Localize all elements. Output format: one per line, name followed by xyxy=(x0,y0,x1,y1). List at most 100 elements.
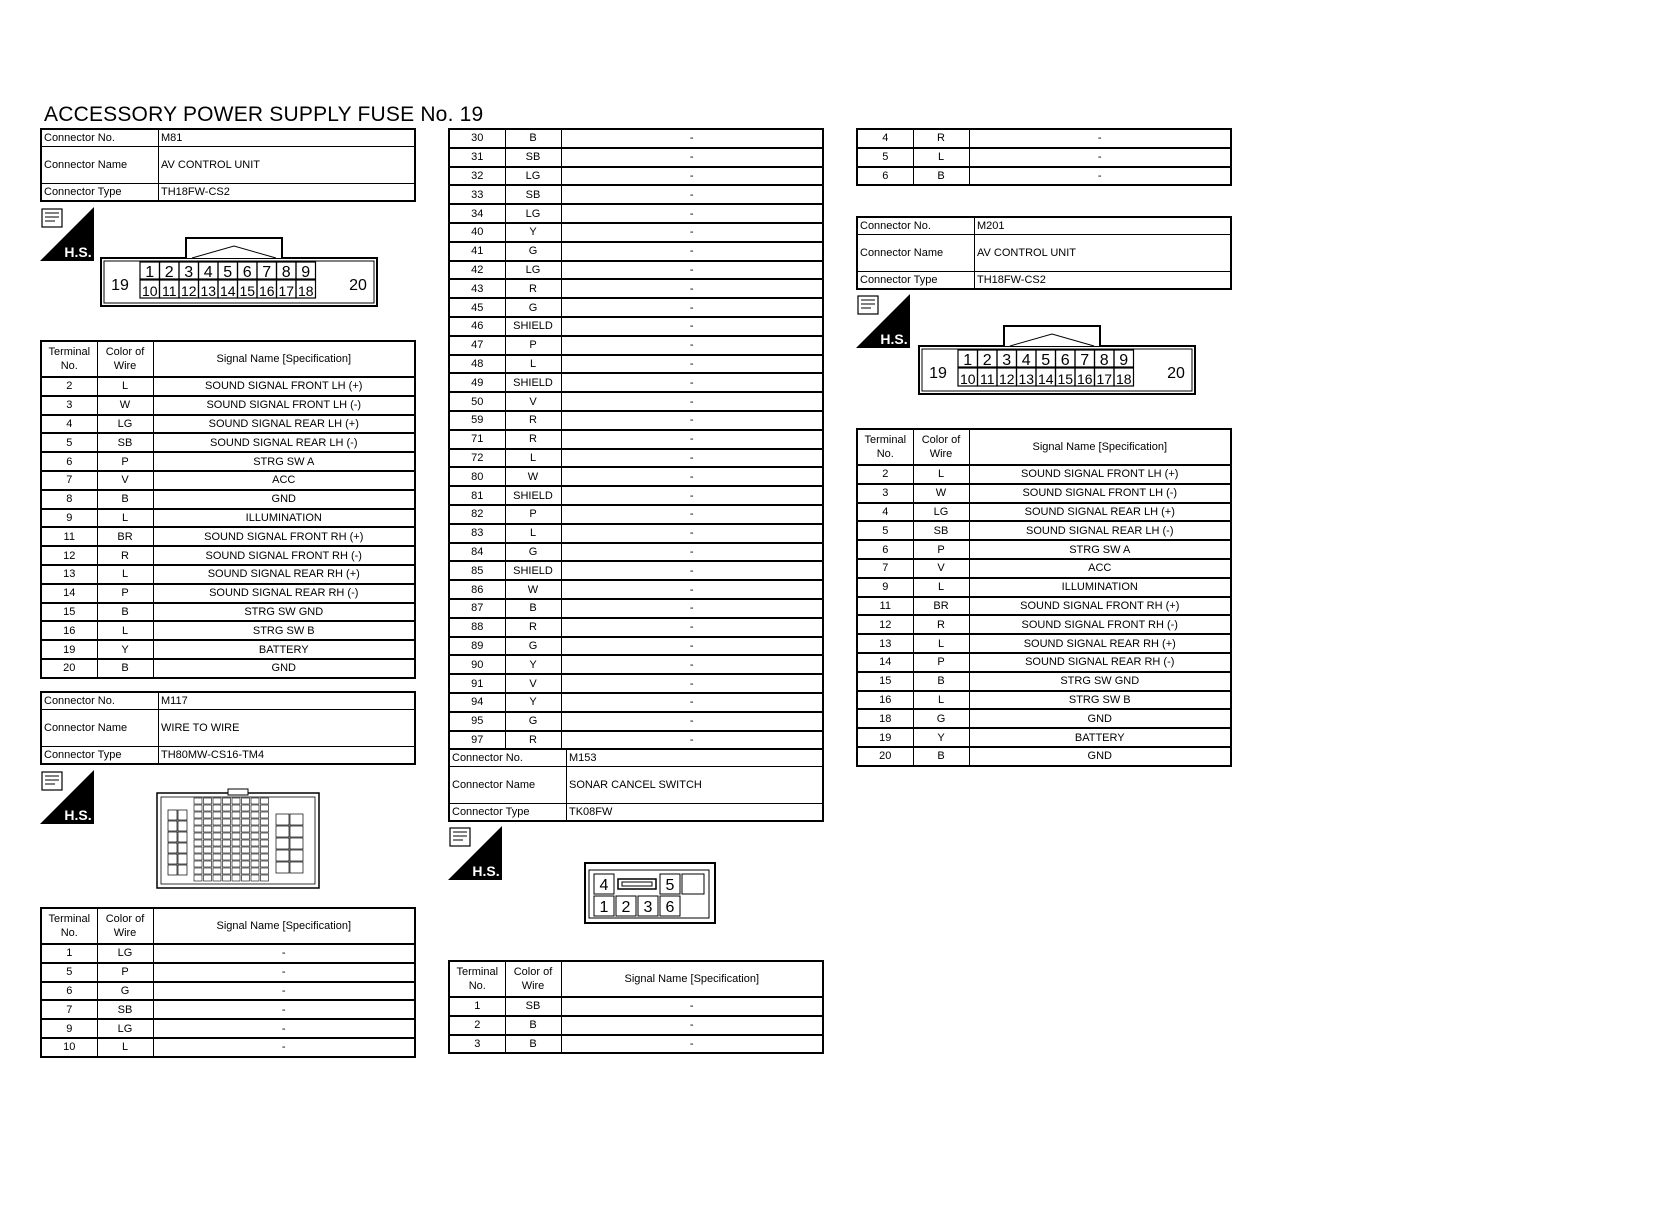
wire-color-cell: LG xyxy=(912,502,970,523)
signal-name-cell: - xyxy=(560,260,824,281)
pin-cell xyxy=(295,279,317,299)
terminal-no-cell: 16 xyxy=(856,690,914,711)
terminal-no-cell: 19 xyxy=(40,639,98,660)
signal-name-cell: GND xyxy=(152,658,416,679)
m153-connector-diagram: 4 5 1 2 3 6 xyxy=(584,862,716,929)
signal-name-cell: ACC xyxy=(152,470,416,491)
terminal-no-cell: 88 xyxy=(448,617,506,638)
signal-name-cell: SOUND SIGNAL REAR LH (+) xyxy=(968,502,1232,523)
m117-connector-no: M117 xyxy=(158,691,416,710)
signal-name-cell: - xyxy=(560,203,824,224)
terminal-no-cell: 4 xyxy=(856,128,914,149)
wire-color-cell: R xyxy=(912,614,970,636)
signal-name-cell: - xyxy=(152,1018,416,1039)
terminal-no-cell: 45 xyxy=(448,297,506,318)
terminal-no-cell: 89 xyxy=(448,636,506,657)
pin-label: 17 xyxy=(1096,371,1112,387)
wire-color-cell: G xyxy=(504,542,562,563)
wire-color-cell: L xyxy=(504,523,562,544)
color-of-wire-header: Color of Wire xyxy=(912,428,970,466)
pin-label: 5 xyxy=(223,264,232,281)
terminal-no-cell: 12 xyxy=(40,545,98,566)
terminal-no-cell: 30 xyxy=(448,128,506,149)
m153-connector-type: TK08FW xyxy=(566,803,824,822)
signal-name-cell: - xyxy=(560,241,824,262)
wire-color-cell: R xyxy=(912,128,970,149)
pin-label: 12 xyxy=(181,283,197,299)
signal-name-cell: SOUND SIGNAL REAR LH (-) xyxy=(968,520,1232,542)
wire-color-cell: W xyxy=(912,483,970,504)
pin-label: 2 xyxy=(165,264,174,281)
page-title: ACCESSORY POWER SUPPLY FUSE No. 19 xyxy=(44,103,484,126)
terminal-no-cell: 95 xyxy=(448,711,506,732)
signal-name-cell: ACC xyxy=(968,558,1232,579)
signal-name-cell: - xyxy=(560,466,824,488)
signal-name-cell: - xyxy=(968,128,1232,149)
connector-name-label: Connector Name xyxy=(40,146,159,184)
terminal-no-cell: 14 xyxy=(40,583,98,604)
terminal-no-cell: 2 xyxy=(40,376,98,397)
terminal-no-cell: 8 xyxy=(40,489,98,510)
signal-name-cell: STRG SW B xyxy=(152,620,416,642)
terminal-no-cell: 6 xyxy=(856,539,914,560)
signal-name-cell: SOUND SIGNAL FRONT RH (+) xyxy=(152,526,416,548)
wire-color-cell: R xyxy=(96,545,154,566)
m81-connector-no: M81 xyxy=(158,128,416,147)
color-of-wire-header: Color of Wire xyxy=(504,960,562,998)
terminal-no-cell: 32 xyxy=(448,166,506,187)
signal-name-header: Signal Name [Specification] xyxy=(152,340,416,378)
terminal-no-cell: 3 xyxy=(448,1034,506,1055)
wire-color-cell: SHIELD xyxy=(504,560,562,582)
signal-name-cell: - xyxy=(560,730,824,751)
pin-label: 8 xyxy=(1100,352,1109,369)
signal-name-cell: - xyxy=(560,1015,824,1036)
wire-color-cell: R xyxy=(504,429,562,450)
terminal-no-cell: 81 xyxy=(448,485,506,506)
wire-color-cell: B xyxy=(912,166,970,187)
wire-color-cell: V xyxy=(96,470,154,491)
wire-color-cell: R xyxy=(504,617,562,638)
signal-name-cell: STRG SW A xyxy=(152,451,416,472)
pin-label: 13 xyxy=(1018,371,1034,387)
wire-color-cell: L xyxy=(96,1037,154,1058)
signal-name-cell: - xyxy=(560,372,824,394)
terminal-no-cell: 16 xyxy=(40,620,98,642)
wire-color-cell: L xyxy=(504,448,562,469)
pin-label: 18 xyxy=(1116,371,1132,387)
terminal-no-cell: 5 xyxy=(856,147,914,168)
terminal-no-cell: 72 xyxy=(448,448,506,469)
signal-name-cell: SOUND SIGNAL FRONT RH (+) xyxy=(968,596,1232,617)
signal-name-cell: - xyxy=(560,598,824,619)
wire-color-cell: G xyxy=(96,981,154,1002)
wire-color-cell: BR xyxy=(96,526,154,548)
terminal-no-cell: 5 xyxy=(40,962,98,983)
terminal-no-cell: 18 xyxy=(856,708,914,730)
terminal-no-cell: 10 xyxy=(40,1037,98,1058)
wire-color-cell: LG xyxy=(504,166,562,187)
terminal-no-cell: 59 xyxy=(448,410,506,431)
m81-pin-table: Terminal No. Color of Wire Signal Name [… xyxy=(40,340,416,679)
terminal-no-cell: 41 xyxy=(448,241,506,262)
